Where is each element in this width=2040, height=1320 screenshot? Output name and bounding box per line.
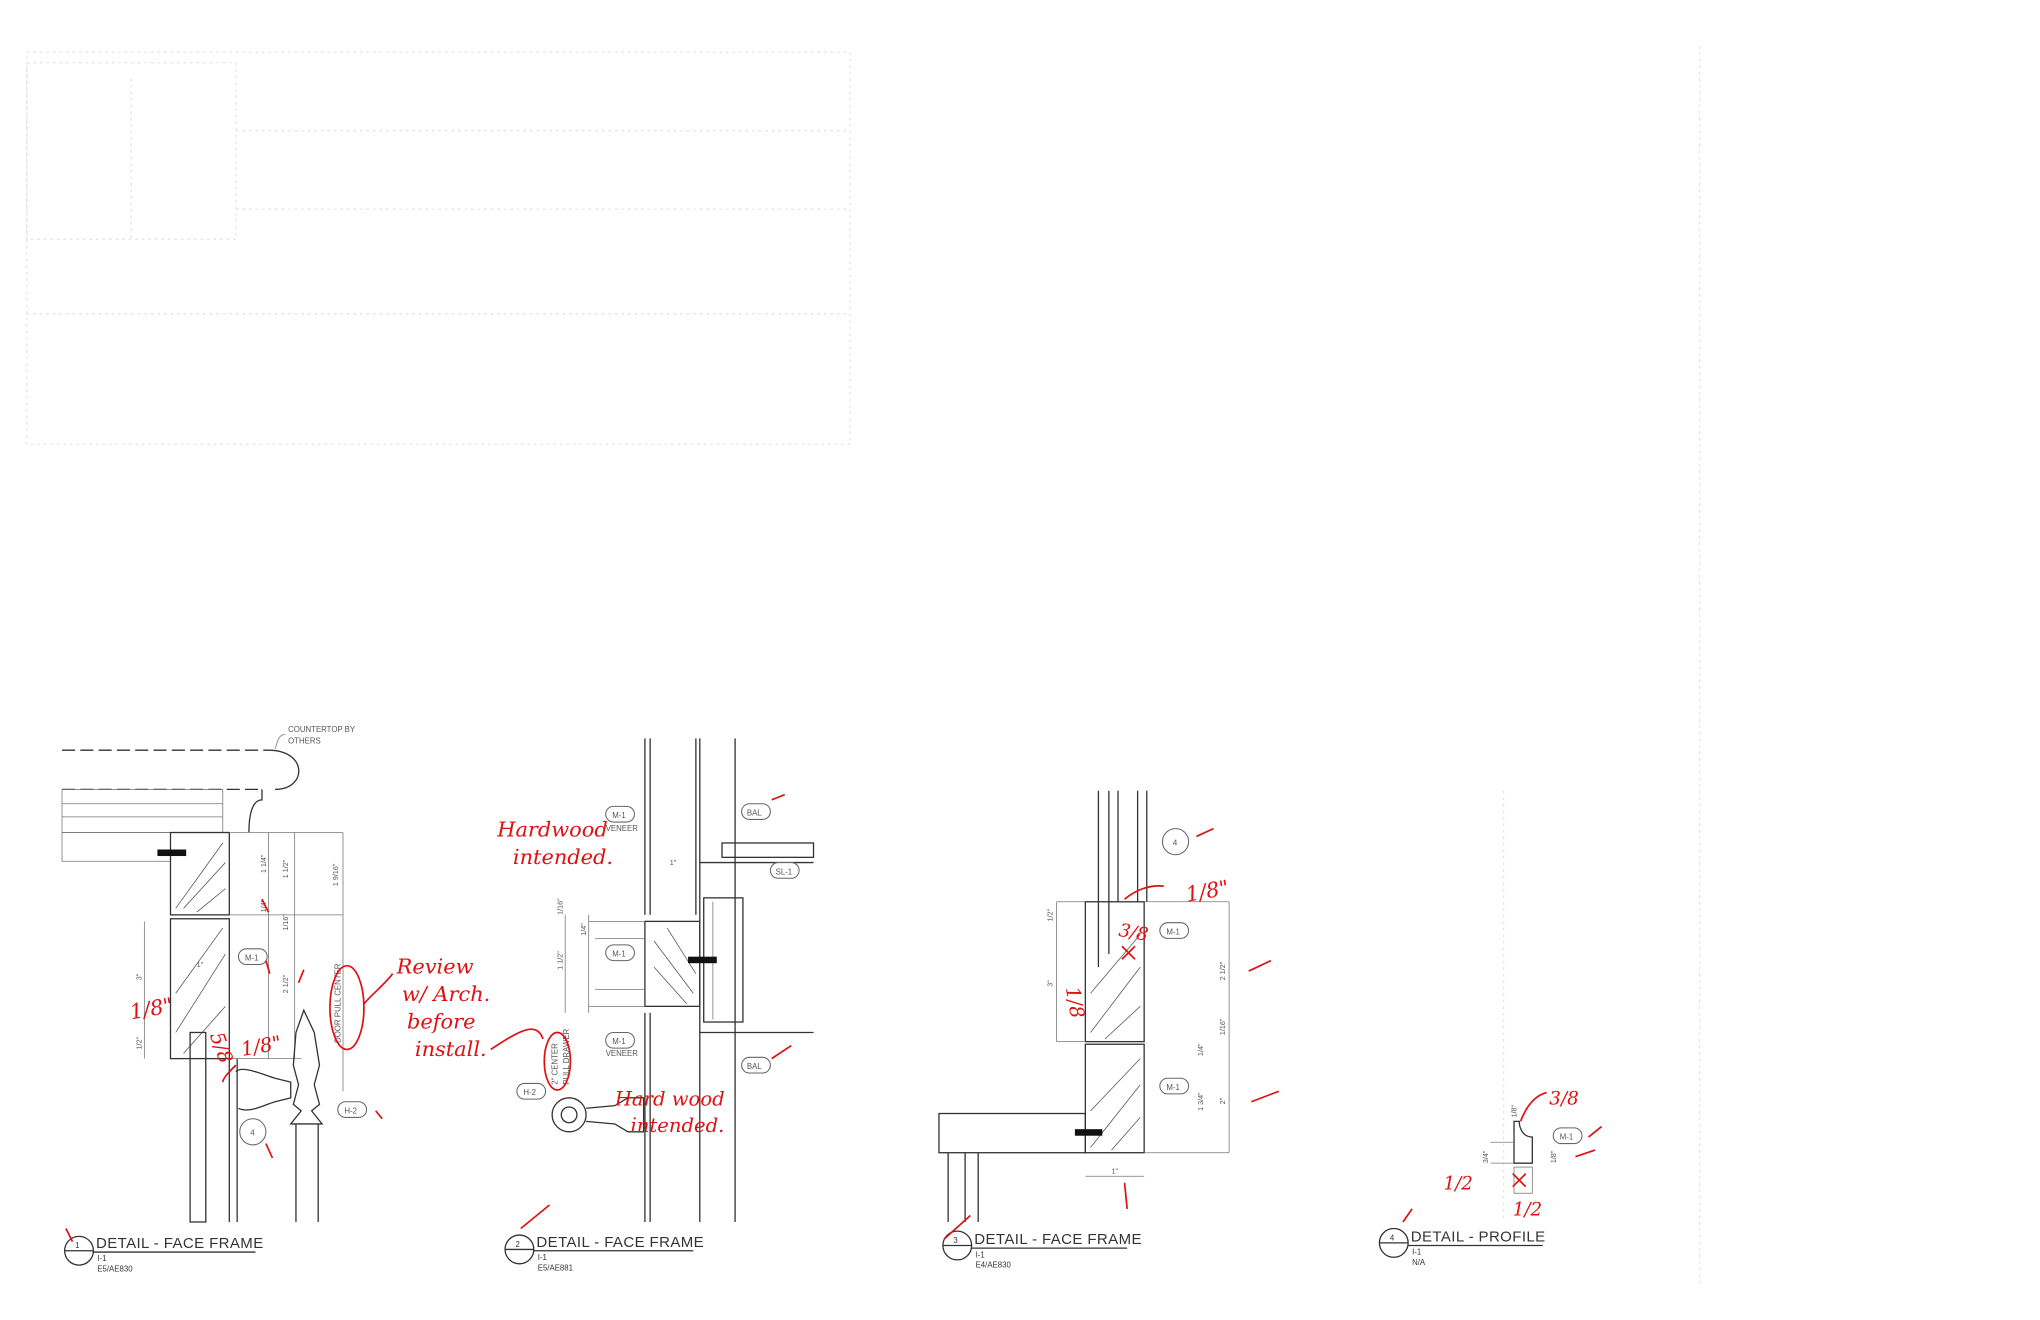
markup-d1-five-eighths: 5/8 <box>205 1029 237 1067</box>
tag-sl1: SL-1 <box>776 867 793 876</box>
markup-circle-door-pull <box>329 964 365 1051</box>
detail-2-face-frame: M-1 VENEER BAL SL-1 M-1 M-1 VENEER BAL H… <box>516 738 815 1222</box>
markup-hardwood-top-2: intended. <box>513 845 613 869</box>
detail-title: DETAIL - FACE FRAME <box>974 1231 1142 1248</box>
markup-hardwood-bot-2: intended. <box>631 1114 725 1137</box>
dim: 2 1/2" <box>282 974 290 993</box>
dim: 1/16" <box>557 898 565 915</box>
detail-sheet: I-1 <box>538 1253 547 1262</box>
dim: 1/8" <box>1550 1150 1558 1163</box>
pull-note-1: 2" CENTER <box>550 1043 559 1085</box>
detail-3-title: 3 DETAIL - FACE FRAME I-1 E4/AE830 <box>942 1230 1142 1270</box>
tag-4: 4 <box>250 1129 255 1138</box>
tag-m1-bubble <box>237 948 268 966</box>
veneer-bot: VENEER <box>606 1049 639 1058</box>
dim: 1 1/4" <box>260 854 268 873</box>
markup-review-3: before <box>407 1010 475 1034</box>
markup-review-2: w/ Arch. <box>402 982 491 1006</box>
dim: 1 1/2" <box>282 859 290 878</box>
detail-ref: E5/AE830 <box>97 1265 133 1274</box>
tag-4: 4 <box>1173 839 1178 848</box>
dim: 1/4" <box>580 923 588 936</box>
detail-number: 2 <box>516 1240 520 1249</box>
markup-review-1: Review <box>396 955 474 979</box>
markup-d3-three-eighths: 3/8 <box>1117 920 1150 946</box>
door-pull-note: DOOR PULL CENTER <box>333 963 342 1043</box>
tag-h2: H-2 <box>344 1107 357 1116</box>
detail-4-title: 4 DETAIL - PROFILE I-1 N/A <box>1378 1227 1546 1267</box>
markup-d4-three-eighths: 3/8 <box>1549 1088 1578 1109</box>
tag-h2: H-2 <box>523 1088 536 1097</box>
detail-sheet: I-1 <box>976 1250 985 1259</box>
markup-d3-eighth-left: 1/8 <box>1061 985 1089 1020</box>
faint-title-block <box>26 45 1701 1288</box>
countertop-note-2: OTHERS <box>288 737 321 746</box>
tag-m1-bot: M-1 <box>612 1037 625 1046</box>
markup-circle-pull-drawer <box>543 1031 572 1091</box>
markup-review-4: install. <box>415 1037 487 1061</box>
detail-1-title: 1 DETAIL - FACE FRAME I-1 E5/AE830 <box>63 1235 264 1274</box>
dim: 1" <box>670 859 677 867</box>
tag-m1: M-1 <box>245 954 258 963</box>
dim: 1/16" <box>1219 1018 1227 1035</box>
detail-ref: E5/AE881 <box>538 1263 573 1272</box>
tag-m1-top: M-1 <box>612 811 625 820</box>
veneer-top: VENEER <box>606 824 639 833</box>
dim: 1/2" <box>1047 908 1055 921</box>
dim: 1/2" <box>136 1036 144 1049</box>
countertop-note: COUNTERTOP BY <box>288 725 356 734</box>
tag-m1-mid: M-1 <box>612 950 625 959</box>
dim: 1/16" <box>282 914 290 931</box>
dim: 2" <box>1219 1097 1227 1104</box>
dim: 1/8" <box>1511 1104 1519 1117</box>
markup-hardwood-bot-1: Hard wood <box>614 1088 725 1111</box>
detail-ref: E4/AE830 <box>976 1261 1012 1270</box>
detail-number: 1 <box>75 1241 79 1250</box>
tag-m1-top: M-1 <box>1166 927 1179 936</box>
detail-title: DETAIL - FACE FRAME <box>536 1234 704 1251</box>
tag-4-bubble <box>239 1118 267 1146</box>
markup-hardwood-top-1: Hardwood <box>496 817 608 841</box>
markup-d1-eighth-right: 1/8" <box>239 1031 283 1061</box>
detail-1-face-frame: COUNTERTOP BY OTHERS M-1 H-2 4 1 1/4" 1 … <box>61 725 368 1223</box>
detail-number: 3 <box>953 1236 958 1245</box>
red-markups: 1/8" 5/8 1/8" Review w/ Arch. before ins… <box>65 793 1603 1242</box>
dim: 1 3/4" <box>1197 1092 1205 1111</box>
detail-3-face-frame: 4 M-1 M-1 1/2" 3" 2 1/2" 1/16" 1/4" 1 3/… <box>938 790 1230 1222</box>
dim: 1 1/2" <box>557 951 565 970</box>
dim: 3" <box>1047 980 1055 987</box>
detail-sheet: I-1 <box>97 1254 106 1263</box>
detail-number: 4 <box>1390 1233 1395 1242</box>
detail-ref: N/A <box>1412 1258 1426 1267</box>
tag-bal-top: BAL <box>747 809 762 818</box>
dim: 3" <box>136 973 144 980</box>
pull-note-2: PULL DRAWER <box>562 1028 571 1084</box>
detail-sheet: I-1 <box>1412 1248 1421 1257</box>
dim: 1" <box>197 961 204 969</box>
detail-2-title: 2 DETAIL - FACE FRAME I-1 E5/AE881 <box>504 1234 704 1272</box>
dim: 3/4" <box>1482 1150 1490 1163</box>
markup-d4-half-left: 1/2 <box>1443 1173 1472 1194</box>
tag-bal-bot: BAL <box>747 1062 762 1071</box>
tag-h2-bubble <box>337 1101 368 1118</box>
markup-d4-half-bottom: 1/2 <box>1513 1199 1542 1220</box>
detail-4-profile: M-1 1/8" 3/4" 1/8" <box>1482 1104 1583 1194</box>
dim: 1 9/16" <box>332 863 340 886</box>
detail-title: DETAIL - PROFILE <box>1411 1229 1546 1246</box>
dim: 1/4" <box>260 899 268 912</box>
dim: 1" <box>1111 1168 1118 1176</box>
tag-m1-bot: M-1 <box>1166 1083 1179 1092</box>
tag-m1: M-1 <box>1560 1133 1573 1142</box>
markup-d1-eighth-left: 1/8" <box>128 993 175 1024</box>
detail-title: DETAIL - FACE FRAME <box>96 1235 264 1252</box>
dim: 2 1/2" <box>1219 961 1227 980</box>
dim: 1/4" <box>1197 1043 1205 1056</box>
